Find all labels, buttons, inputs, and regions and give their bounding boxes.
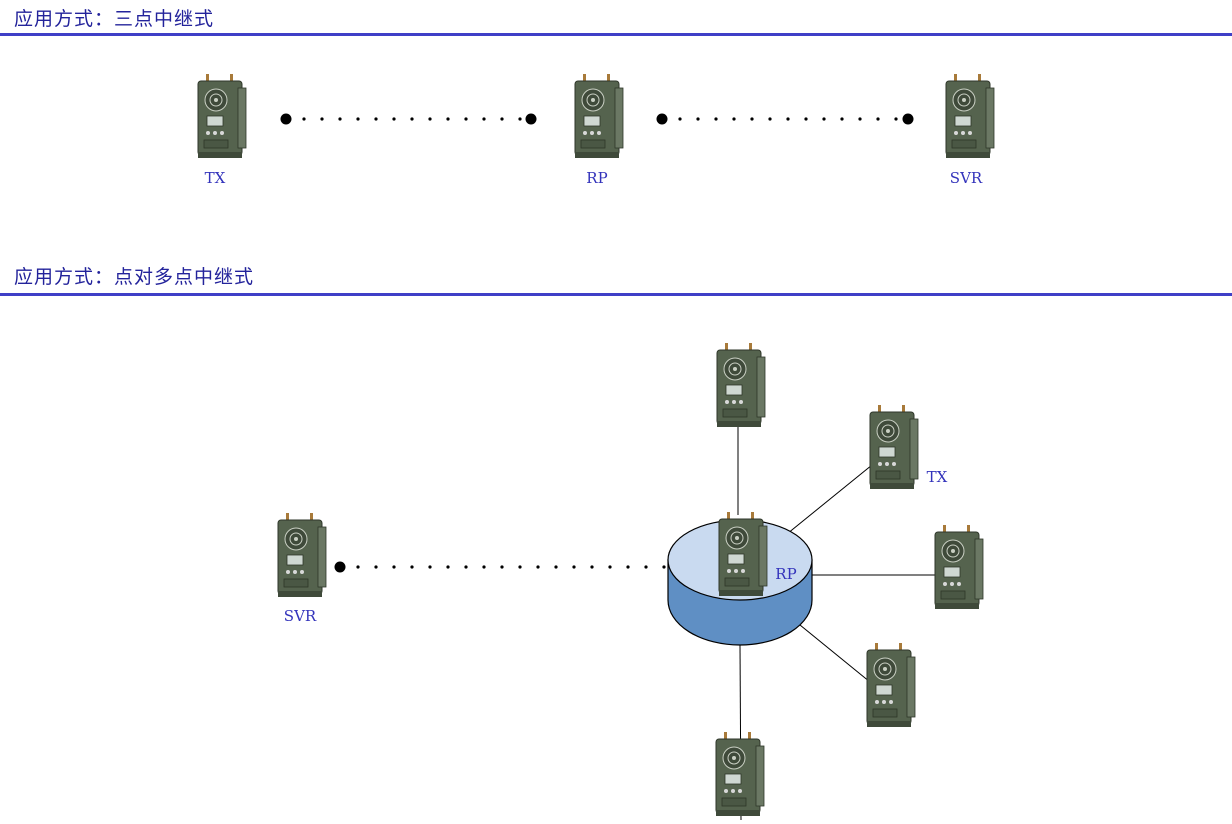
rp-label: RP [586,169,608,187]
section2-title: 应用方式：点对多点中继式 [14,266,255,288]
rp-device-icon [715,512,769,598]
svr-device-icon [942,74,996,160]
section1-title: 应用方式：三点中继式 [14,8,215,30]
rp-label-2: RP [775,565,797,583]
top-device-icon [713,343,767,429]
dotted-link-svr-rp [334,561,712,573]
section1-divider [0,33,1232,36]
tx-label-2: TX [926,468,948,486]
svr-label-2: SVR [283,607,317,625]
svr-label: SVR [949,169,983,187]
tx-label: TX [204,169,226,187]
dotted-link-tx-rp [280,113,537,125]
section2-divider [0,293,1232,296]
right-device-icon [931,525,985,611]
tx-device-icon [194,74,248,160]
rp-device-icon [571,74,625,160]
lower-right-device-icon [863,643,917,729]
link-rp-lower-right [799,624,871,683]
dotted-link-rp-svr [656,113,914,125]
bottom-device-icon [712,732,766,818]
svr-device-icon [274,513,328,599]
link-rp-tx [781,464,873,539]
